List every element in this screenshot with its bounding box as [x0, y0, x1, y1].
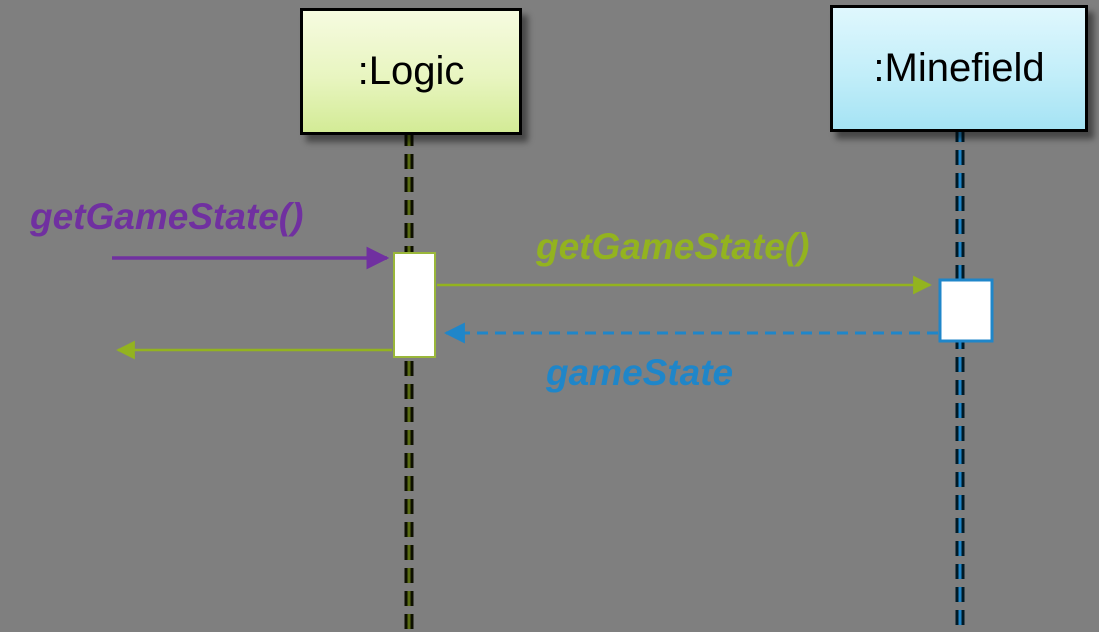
object-label-minefield: :Minefield: [873, 46, 1045, 90]
message-label-call-getgamestate-to-logic: getGameState(): [30, 196, 304, 237]
object-box-logic: :Logic: [300, 8, 522, 135]
object-label-logic: :Logic: [357, 49, 465, 93]
message-label-return-gamestate: gameState: [546, 352, 734, 393]
object-box-minefield: :Minefield: [830, 5, 1088, 132]
activation-box-minefield: [938, 278, 994, 343]
activation-box-logic: [393, 252, 436, 358]
message-label-call-getgamestate-to-minefield: getGameState(): [536, 226, 810, 267]
